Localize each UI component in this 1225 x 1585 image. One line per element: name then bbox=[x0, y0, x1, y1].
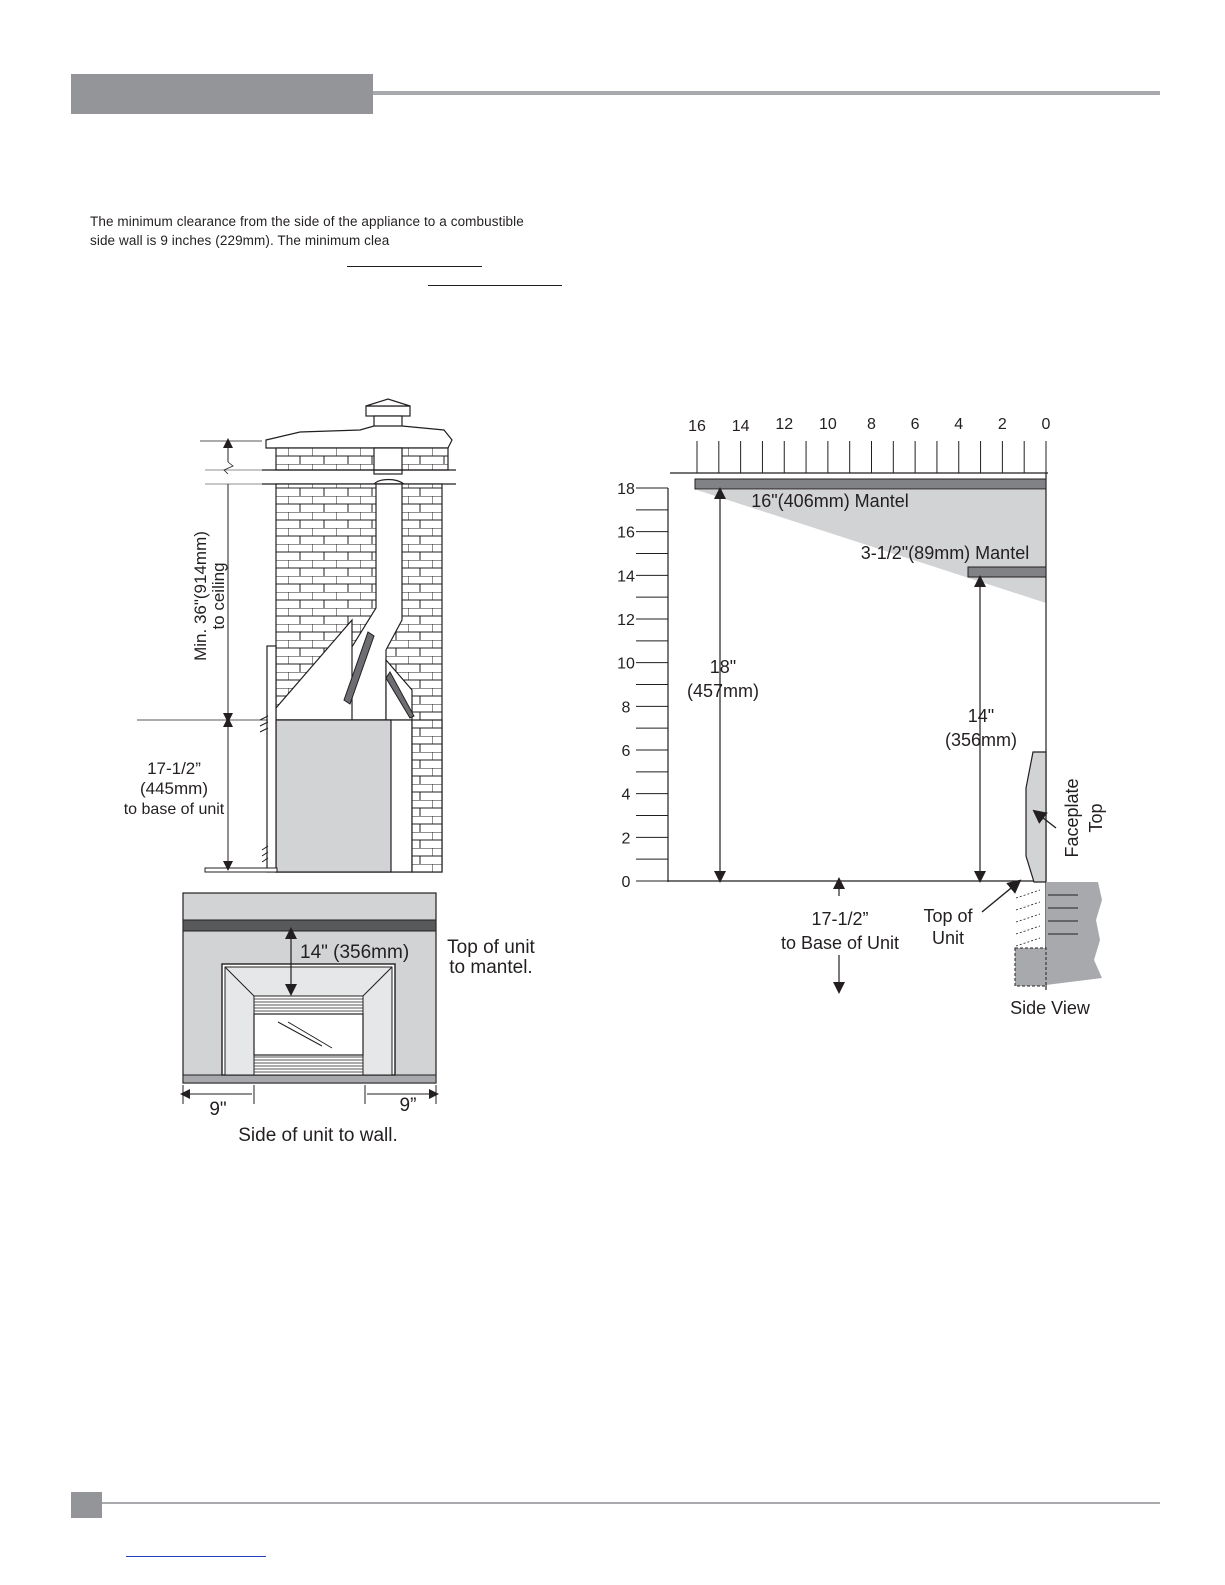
fireplace-front-diagram: 14" (356mm) Top of unit to mantel. 9" 9”… bbox=[180, 892, 536, 1146]
x-tick-label: 4 bbox=[954, 416, 963, 433]
y-tick-label: 14 bbox=[617, 568, 635, 585]
x-tick-label: 14 bbox=[732, 418, 750, 435]
intro-line-1: The minimum clearance from the side of t… bbox=[90, 214, 524, 229]
side-view-caption: Side View bbox=[1010, 998, 1091, 1018]
front-diagram-caption: Side of unit to wall. bbox=[238, 1125, 397, 1146]
fireplace-elevation-diagram: Min. 36"(914mm) to ceiling 17-1/2” (445m… bbox=[124, 398, 456, 873]
footer-link-underline[interactable] bbox=[126, 1556, 266, 1557]
x-tick-label: 12 bbox=[775, 416, 793, 433]
underline-1 bbox=[347, 266, 482, 267]
x-tick-label: 6 bbox=[911, 416, 920, 433]
y-tick-label: 2 bbox=[622, 830, 631, 847]
top-of-unit-label-1: Top of bbox=[923, 906, 973, 926]
ceiling-clearance-label-2: to ceiling bbox=[209, 562, 228, 629]
y-tick-label: 10 bbox=[617, 656, 635, 673]
x-tick-label: 8 bbox=[867, 416, 876, 433]
combustible-zone bbox=[697, 490, 1046, 603]
top-of-unit-label-2: Unit bbox=[932, 928, 964, 948]
mantel-3-5-label: 3-1/2"(89mm) Mantel bbox=[861, 543, 1029, 563]
y-tick-label: 12 bbox=[617, 612, 635, 629]
dim-18-line-1: 18" bbox=[710, 657, 736, 677]
y-tick-label: 6 bbox=[622, 743, 631, 760]
y-tick-label: 16 bbox=[617, 525, 635, 542]
page-footer-rule bbox=[102, 1502, 1160, 1504]
y-tick-label: 18 bbox=[617, 481, 635, 498]
x-tick-label: 2 bbox=[998, 416, 1007, 433]
y-tick-label: 0 bbox=[622, 874, 631, 891]
mantel-clearance-label: 14" (356mm) bbox=[300, 942, 409, 963]
ceiling-clearance-label-1: Min. 36"(914mm) bbox=[191, 531, 210, 661]
base-clearance-label-1: 17-1/2” bbox=[147, 759, 201, 778]
dim-18-line-2: (457mm) bbox=[687, 681, 759, 701]
y-tick-label: 8 bbox=[622, 699, 631, 716]
base-clearance-label-3: to base of unit bbox=[124, 801, 225, 818]
right-side-gap-label: 9” bbox=[400, 1095, 417, 1116]
mantel-note-line-2: to mantel. bbox=[449, 957, 532, 978]
page-footer-tab bbox=[71, 1492, 102, 1518]
intro-paragraph: The minimum clearance from the side of t… bbox=[90, 212, 610, 250]
x-tick-label: 10 bbox=[819, 416, 837, 433]
section-header-rule bbox=[373, 91, 1160, 95]
mantel-16-bar bbox=[694, 478, 1047, 490]
x-tick-label: 16 bbox=[688, 418, 706, 435]
y-tick-label: 4 bbox=[622, 787, 631, 804]
left-side-gap-label: 9" bbox=[209, 1099, 226, 1120]
mantel-3-5-bar bbox=[967, 566, 1047, 578]
intro-line-2: side wall is 9 inches (229mm). The minim… bbox=[90, 233, 390, 248]
section-header-tab bbox=[71, 74, 373, 114]
faceplate-label-2: Top bbox=[1086, 803, 1106, 832]
faceplate-shape bbox=[1025, 751, 1047, 883]
dim-14-line-2: (356mm) bbox=[945, 730, 1017, 750]
mantel-note-line-1: Top of unit bbox=[447, 937, 535, 958]
mantel-16-label: 16"(406mm) Mantel bbox=[751, 491, 908, 511]
base-line-1: 17-1/2” bbox=[811, 909, 868, 929]
base-line-2: to Base of Unit bbox=[781, 933, 899, 953]
base-clearance-label-2: (445mm) bbox=[140, 779, 208, 798]
x-tick-label: 0 bbox=[1042, 416, 1051, 433]
underline-2 bbox=[428, 285, 562, 286]
dim-14-line-1: 14" bbox=[968, 706, 994, 726]
faceplate-label-1: Faceplate bbox=[1062, 778, 1082, 857]
